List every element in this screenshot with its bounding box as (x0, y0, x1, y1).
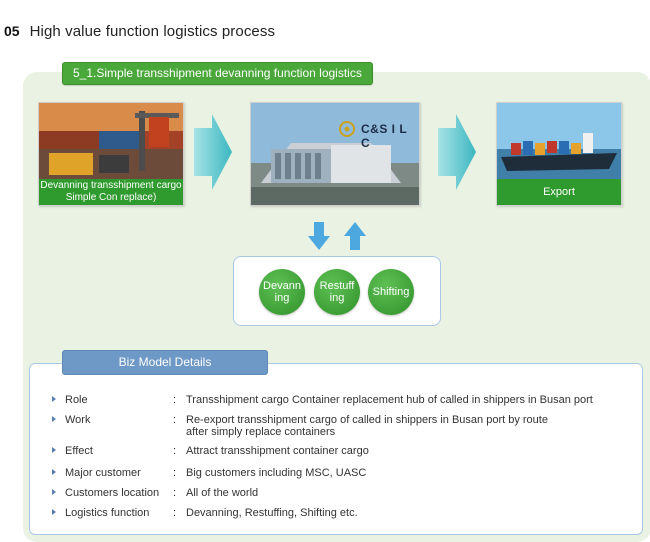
warehouse-image (251, 103, 419, 205)
bullet-icon (52, 489, 56, 495)
operations-box: Devann ing Restuff ing Shifting (233, 256, 441, 326)
export-card: Export (496, 102, 622, 206)
company-logo-text: C&S I L C (361, 122, 407, 150)
biz-model-details-box: Role : Transshipment cargo Container rep… (29, 363, 643, 535)
devanning-circle: Devann ing (259, 269, 305, 315)
company-logo-icon (339, 121, 355, 137)
devanning-cargo-card: Devanning transshipment cargo Simple Con… (38, 102, 184, 206)
container-port-image (39, 103, 183, 179)
section-title: High value function logistics process (29, 22, 276, 40)
shifting-circle: Shifting (368, 269, 414, 315)
right-arrow-icon (194, 114, 232, 190)
devanning-card-caption: Devanning transshipment cargo Simple Con… (39, 179, 183, 205)
warehouse-card: C&S I L C (250, 102, 420, 206)
restuffing-circle: Restuff ing (314, 269, 360, 315)
bullet-icon (52, 447, 56, 453)
section-number: 05 (4, 23, 20, 39)
biz-model-details-tab: Biz Model Details (62, 350, 268, 375)
bullet-icon (52, 509, 56, 515)
export-card-caption: Export (497, 179, 621, 205)
bullet-icon (52, 469, 56, 475)
bullet-icon (52, 396, 56, 402)
section-heading: 05 High value function logistics process (4, 20, 275, 42)
cargo-ship-image (497, 103, 621, 179)
up-arrow-icon (344, 222, 366, 250)
bullet-icon (52, 416, 56, 422)
subsection-tab: 5_1.Simple transshipment devanning funct… (62, 62, 373, 85)
down-arrow-icon (308, 222, 330, 250)
right-arrow-icon (438, 114, 476, 190)
